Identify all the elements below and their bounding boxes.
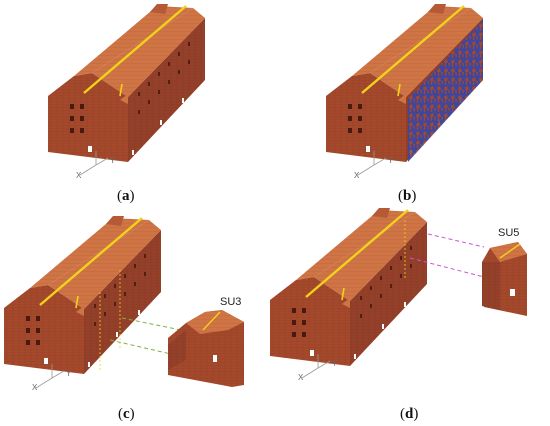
panel-d: SU5 X Y (d) [268, 206, 527, 422]
panel-caption: (b) [398, 188, 416, 204]
axis-x-label: X [298, 373, 304, 382]
link-line [427, 233, 485, 248]
link-line [409, 257, 485, 278]
axis-x-label: X [32, 383, 38, 392]
axis-y-label: Y [332, 359, 338, 368]
axis-x-label: X [354, 171, 360, 180]
building-model [268, 206, 429, 368]
building-model [2, 214, 163, 376]
subunit-label: SU5 [498, 227, 519, 239]
cut-outline [99, 270, 121, 370]
subunit-label: SU3 [220, 296, 241, 308]
panel-a: X Y (a) [46, 2, 207, 204]
axis-y-label: Y [110, 156, 116, 165]
panel-caption: (d) [400, 406, 418, 422]
panel-caption: (a) [117, 188, 135, 204]
axis-x-label: X [76, 171, 82, 180]
subunit-su3 [168, 310, 244, 387]
mesh-overlay [408, 20, 483, 162]
axis-y-label: Y [66, 369, 72, 378]
axis-y-label: Y [388, 156, 394, 165]
panel-caption: (c) [118, 406, 135, 422]
panel-c: SU3 X Y (c) [2, 214, 246, 422]
panel-b: X Y (b) [324, 2, 485, 204]
building-model [46, 2, 207, 164]
subunit-su5 [482, 242, 527, 316]
